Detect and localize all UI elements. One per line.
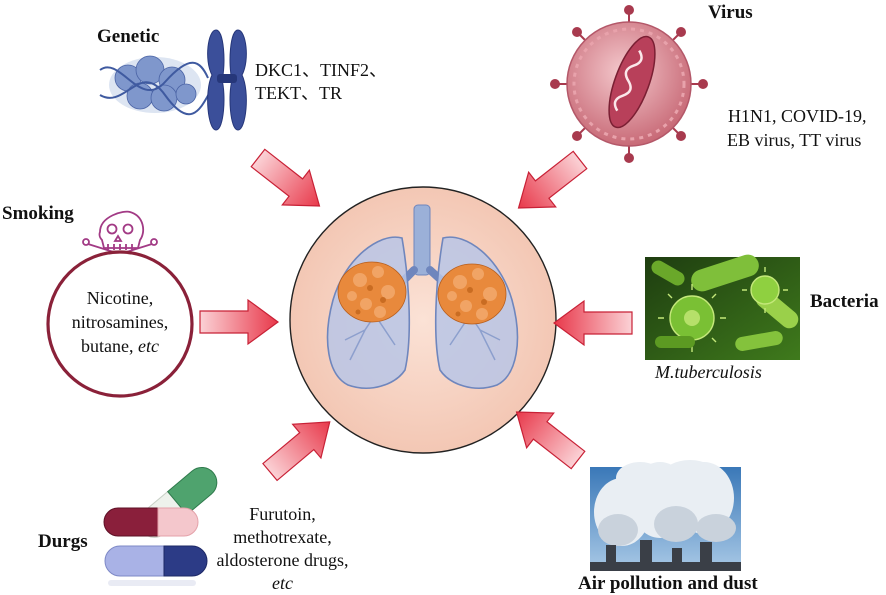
smoking-title: Smoking (2, 203, 74, 224)
lungs-icon (326, 204, 519, 389)
drugs-title: Durgs (38, 531, 88, 552)
smoking-ring (46, 250, 194, 398)
arrow-virus (504, 142, 595, 226)
genetic-genes-line2: TEKT、TR (255, 83, 342, 103)
drugs-examples-line3: aldosterone drugs, (216, 550, 349, 570)
pills-icon (103, 467, 218, 586)
arrow-smoking (199, 299, 279, 345)
drugs-examples-etc: etc (272, 573, 293, 593)
drugs-examples-line2: methotrexate, (233, 527, 332, 547)
chromosome-icon (207, 29, 247, 131)
smoking-substances-line3-text: butane, (81, 336, 138, 356)
bacteria-icon (645, 254, 800, 360)
arrow-genetic (243, 140, 334, 224)
drugs-examples-line1: Furutoin, (249, 504, 316, 524)
virus-examples-line1: H1N1, COVID-19, (728, 106, 867, 126)
genetic-genes-line1: DKC1、TINF2、 (255, 60, 388, 80)
virus-examples-line2: EB virus, TT virus (727, 130, 862, 150)
bacteria-example: M.tuberculosis (655, 362, 762, 382)
smoking-substances-line1: Nicotine, (86, 288, 154, 308)
center-lung-illustration (289, 186, 557, 454)
smoking-substances-etc: etc (138, 336, 159, 356)
genetic-title: Genetic (97, 26, 160, 47)
dna-icon (99, 55, 211, 116)
virus-icon (550, 5, 708, 163)
bacteria-title: Bacteria (810, 291, 879, 312)
arrow-drugs (255, 404, 345, 490)
smoking-substances-line2: nitrosamines, (71, 312, 169, 332)
factory-smoke-icon (590, 460, 741, 571)
smoking-substances-line3: butane, etc (55, 336, 185, 357)
arrow-bacteria (553, 300, 633, 346)
virus-title: Virus (708, 2, 753, 23)
air-pollution-title: Air pollution and dust (578, 573, 758, 594)
